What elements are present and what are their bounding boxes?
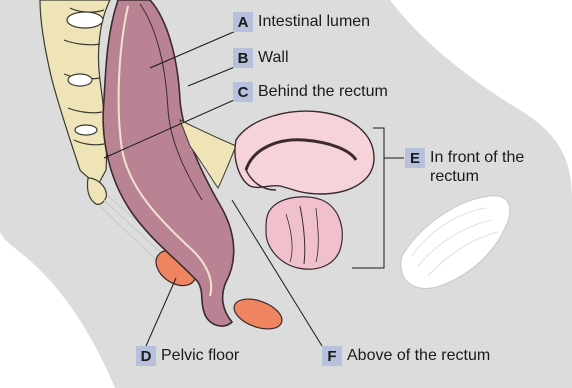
badge-b: B — [233, 48, 253, 68]
badge-c: C — [233, 82, 253, 102]
label-b-text: Wall — [258, 50, 289, 66]
label-e-text: In front of the rectum — [430, 148, 550, 186]
label-c-text: Behind the rectum — [258, 84, 388, 100]
label-a: A Intestinal lumen — [233, 12, 370, 32]
label-a-text: Intestinal lumen — [258, 14, 370, 30]
label-c: C Behind the rectum — [233, 82, 388, 102]
label-f-text: Above of the rectum — [347, 348, 490, 364]
label-d-text: Pelvic floor — [161, 348, 239, 364]
badge-f: F — [322, 346, 342, 366]
badge-d: D — [136, 346, 156, 366]
label-e: E In front of the rectum — [405, 148, 550, 186]
label-d: D Pelvic floor — [136, 346, 239, 366]
uterus — [235, 111, 374, 194]
label-f: F Above of the rectum — [322, 346, 490, 366]
badge-a: A — [233, 12, 253, 32]
badge-e: E — [405, 148, 425, 168]
label-b: B Wall — [233, 48, 289, 68]
